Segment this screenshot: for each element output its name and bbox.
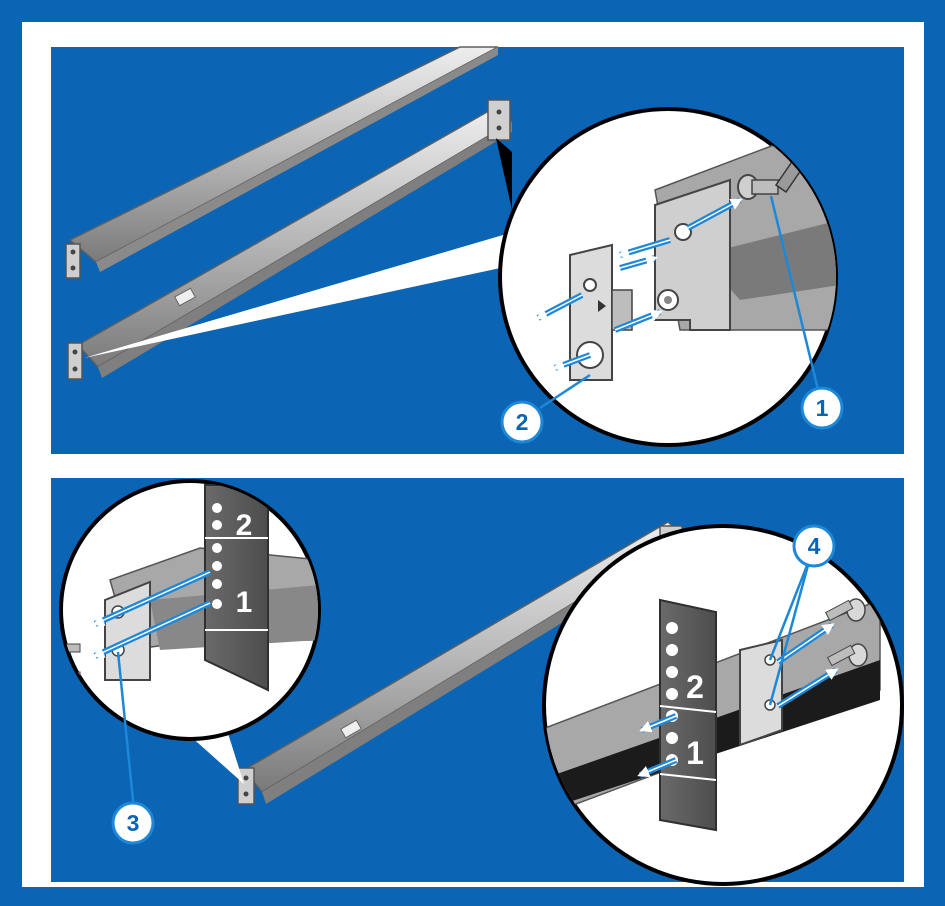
rack-unit-number: 2 [686, 669, 704, 705]
screw-icon [826, 643, 868, 667]
callout-1: 1 [800, 386, 844, 430]
callout-leader-4 [768, 557, 812, 661]
top-panel: 1 2 [51, 46, 904, 454]
zoom-circle-rail-end [498, 107, 838, 447]
rack-post-icon: 2 1 [204, 484, 269, 692]
callout-leader-2 [539, 373, 591, 410]
rack-unit-number: 1 [236, 586, 253, 619]
zoom-circle-rail-back: 2 1 [59, 479, 321, 741]
callout-2: 2 [500, 400, 544, 444]
callout-leader-3 [116, 651, 136, 811]
bottom-panel: 2 1 [51, 478, 904, 886]
screw-icon [737, 174, 779, 200]
callout-4: 4 [792, 524, 836, 568]
callout-number: 4 [808, 533, 821, 559]
rack-post-icon: 2 1 [659, 598, 717, 832]
screw-icon [824, 598, 866, 622]
rail-icon [67, 99, 514, 380]
rack-unit-number: 2 [236, 509, 253, 542]
callout-leader-1 [769, 195, 822, 399]
callout-leader-4 [768, 557, 812, 706]
rail-icon [65, 46, 499, 279]
callout-beam [84, 230, 528, 358]
rack-unit-number: 1 [686, 735, 704, 771]
callout-number: 2 [516, 409, 529, 435]
callout-number: 1 [816, 395, 829, 421]
callout-pointer [496, 138, 512, 210]
callout-number: 3 [127, 810, 140, 836]
callout-3: 3 [111, 801, 155, 845]
zoom-circle-rail-front: 2 1 [542, 524, 904, 886]
